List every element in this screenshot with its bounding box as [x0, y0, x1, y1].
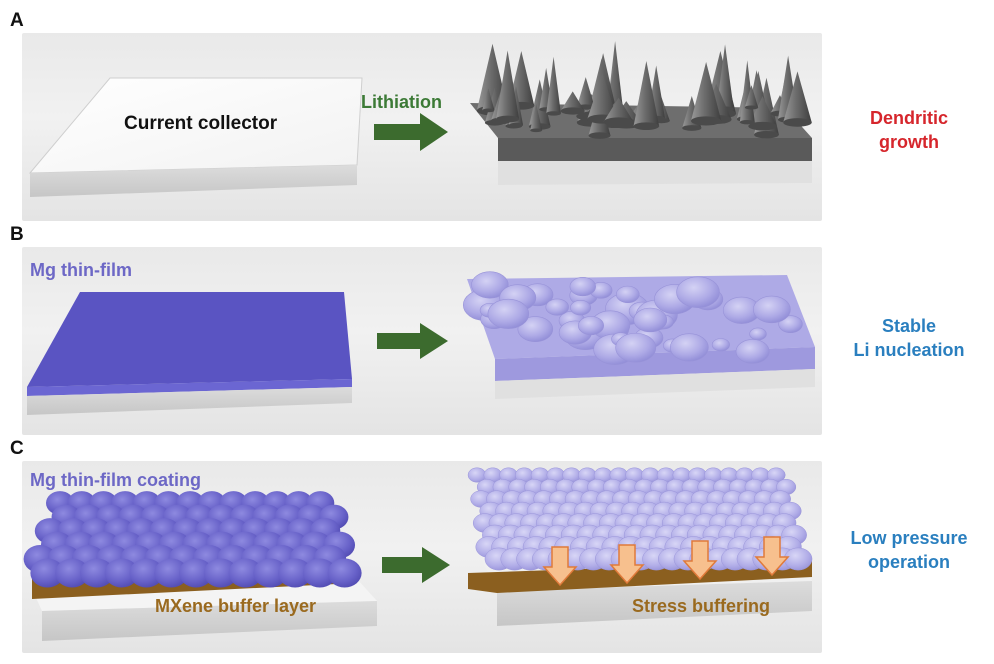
mg-film-front	[27, 379, 352, 396]
li-nucleation-domes	[462, 271, 803, 365]
panel-c-letter: C	[10, 438, 24, 459]
coating-arrow	[382, 547, 450, 583]
panel-a	[22, 33, 822, 221]
mg-particle	[129, 558, 164, 588]
dendritic-growth-label: Dendritic growth	[869, 108, 948, 152]
mg-particle	[203, 558, 238, 588]
current-collector-label: Current collector	[124, 113, 278, 134]
li-dome	[633, 307, 668, 333]
li-particle	[783, 547, 813, 571]
right-li-domes	[467, 467, 813, 571]
left-substrate-front	[42, 601, 377, 641]
li-dome	[487, 298, 530, 329]
li-dome	[753, 295, 791, 324]
down-arrow-icon	[609, 544, 645, 585]
dendrite	[603, 97, 634, 127]
mg-particle	[104, 558, 139, 588]
dendrite	[560, 91, 585, 115]
li-dome	[570, 300, 592, 316]
dendrite	[546, 56, 561, 116]
stable-nucleation-label: Stable Li nucleation	[853, 316, 965, 360]
mg-particle	[228, 558, 263, 588]
li-dome	[517, 316, 554, 343]
li-dome	[545, 298, 569, 316]
li-dome	[615, 332, 657, 363]
stress-arrows	[542, 536, 790, 587]
panel-c	[22, 461, 822, 653]
mg-particle	[55, 558, 90, 588]
dendrite-substrate-front	[498, 161, 812, 185]
mg-particle	[278, 558, 313, 588]
down-arrow-icon	[542, 546, 578, 587]
lithiation-label: Lithiation	[361, 92, 442, 112]
panel-b-letter: B	[10, 224, 24, 245]
li-dome	[569, 277, 596, 297]
nucleation-arrow	[377, 323, 448, 359]
mg-film-top	[27, 292, 352, 387]
lithiation-arrow	[374, 113, 448, 151]
li-dome	[615, 285, 640, 304]
panel-c-illustration	[23, 467, 813, 641]
panel-b-illustration	[27, 271, 815, 415]
mxene-buffer-label: MXene buffer layer	[155, 596, 317, 616]
li-dome	[778, 315, 803, 334]
down-arrow-icon	[682, 540, 718, 581]
dendrite	[633, 61, 660, 131]
li-dome	[735, 339, 770, 364]
mg-particle	[79, 558, 114, 588]
mg-film-substrate-front	[27, 387, 352, 415]
left-mg-coating-balls	[23, 491, 362, 588]
dendrite	[482, 88, 495, 113]
li-dome	[711, 338, 730, 352]
dendrite	[530, 103, 543, 133]
li-substrate-front	[495, 369, 815, 399]
mg-particle	[302, 558, 337, 588]
lithium-dendrites	[476, 41, 812, 139]
low-pressure-label: Low pressure operation	[850, 528, 968, 572]
right-substrate-front	[497, 581, 812, 626]
panel-b	[22, 247, 822, 435]
mg-particle	[179, 558, 213, 588]
li-dome	[669, 333, 709, 362]
dendrite	[748, 96, 777, 131]
dendrite-slab-front	[498, 138, 812, 161]
li-dome	[577, 316, 604, 336]
down-arrow-icon	[754, 536, 790, 577]
mg-particle	[154, 558, 189, 588]
mg-coating-label: Mg thin-film coating	[30, 470, 201, 490]
li-dome	[676, 276, 720, 308]
mg-thin-film-label: Mg thin-film	[30, 260, 132, 280]
mg-particle	[327, 558, 362, 588]
li-dome	[471, 271, 509, 299]
mg-particle	[30, 558, 65, 588]
li-slab-front	[495, 347, 815, 381]
dendrite	[496, 50, 520, 123]
dendrite	[744, 85, 759, 110]
li-dome	[749, 327, 767, 341]
panel-a-letter: A	[10, 10, 24, 31]
current-collector-front	[30, 165, 357, 197]
mg-particle	[253, 558, 288, 588]
dendrite	[690, 61, 722, 126]
dendrite	[783, 71, 812, 127]
stress-buffering-label: Stress buffering	[632, 596, 771, 616]
panel-a-illustration	[28, 41, 812, 197]
